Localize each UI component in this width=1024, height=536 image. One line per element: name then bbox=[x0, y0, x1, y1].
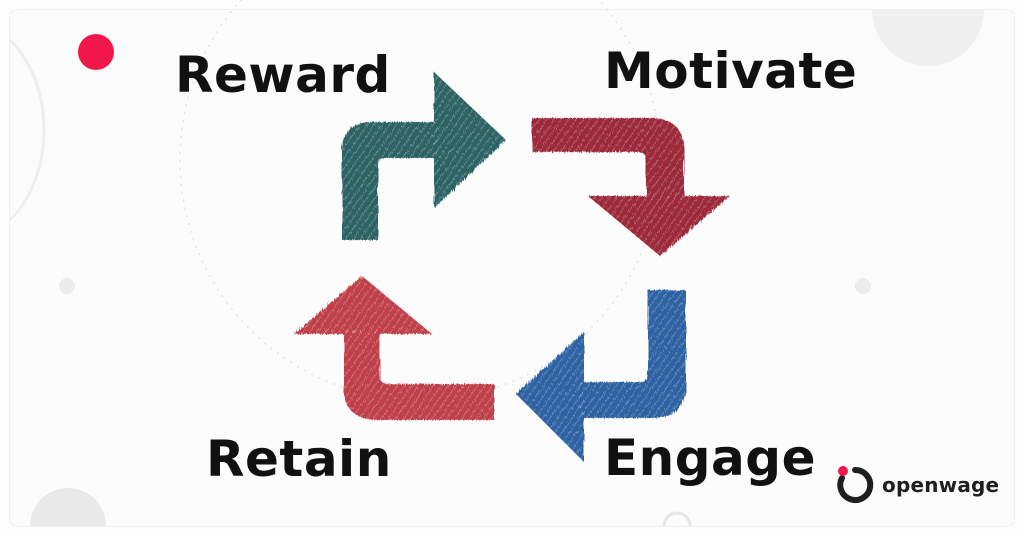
retain-arrow bbox=[294, 276, 494, 420]
bg-bottom-left-blob bbox=[30, 488, 106, 526]
image-frame bbox=[10, 10, 1014, 526]
brand-logo: openwage bbox=[834, 465, 999, 505]
openwage-logo-icon bbox=[837, 466, 874, 503]
engage-arrow bbox=[516, 290, 686, 462]
bg-left-arc bbox=[8, 38, 46, 222]
accent-dot bbox=[78, 34, 114, 70]
step-label-engage: Engage bbox=[604, 429, 816, 487]
bg-dot-right bbox=[855, 278, 871, 294]
step-label-retain: Retain bbox=[206, 430, 392, 488]
motivate-arrow bbox=[532, 118, 730, 256]
reward-arrow bbox=[342, 72, 506, 240]
step-label-motivate: Motivate bbox=[604, 42, 858, 100]
bg-dot-left bbox=[59, 278, 75, 294]
bg-top-right-blob bbox=[872, 10, 984, 66]
step-label-reward: Reward bbox=[175, 46, 391, 104]
bg-bottom-ring bbox=[662, 511, 692, 527]
brand-name: openwage bbox=[882, 473, 1000, 497]
